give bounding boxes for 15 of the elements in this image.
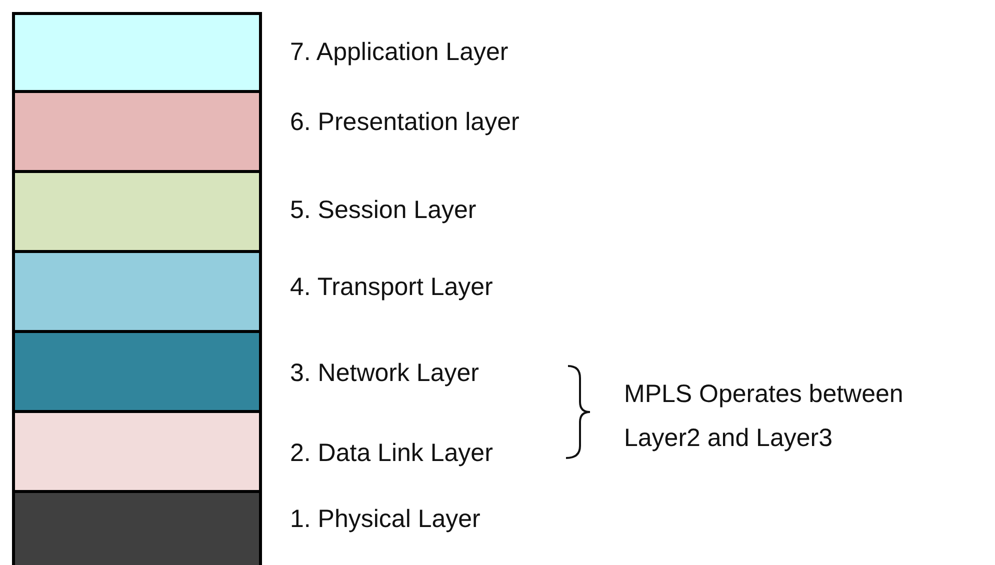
layer-band <box>12 170 262 253</box>
layer-label: 5. Session Layer <box>290 195 476 225</box>
layer-band <box>12 330 262 413</box>
layer-label: 6. Presentation layer <box>290 107 520 137</box>
layer-band <box>12 490 262 565</box>
note-text: MPLS Operates between Layer2 and Layer3 <box>624 379 904 454</box>
layer-label: 2. Data Link Layer <box>290 438 493 468</box>
layer-label: 3. Network Layer <box>290 358 479 388</box>
layer-band <box>12 12 262 93</box>
layer-band <box>12 250 262 333</box>
layer-label: 7. Application Layer <box>290 37 508 67</box>
layer-band <box>12 410 262 493</box>
layer-label: 4. Transport Layer <box>290 272 493 302</box>
layer-band <box>12 90 262 173</box>
layer-label: 1. Physical Layer <box>290 504 480 534</box>
